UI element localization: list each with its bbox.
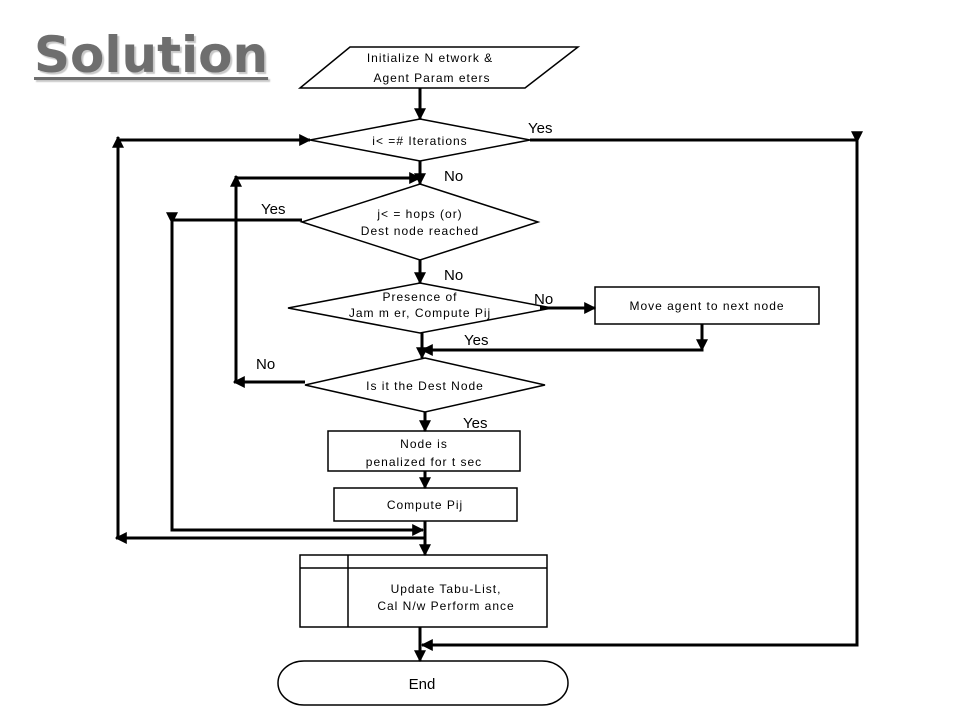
init-parallelogram (297, 46, 581, 89)
init-text-2: Agent Param eters (373, 71, 490, 85)
hops-decision (299, 183, 541, 261)
label-dest-no: No (256, 356, 275, 373)
hops-text-2: Dest node reached (361, 224, 479, 238)
penalize-text-2: penalized for t sec (366, 455, 482, 469)
label-iter-yes: Yes (528, 120, 552, 137)
compute-text: Compute Pij (387, 498, 463, 512)
label-jammer-no: No (534, 291, 553, 308)
arrow-iter-yes-loop (420, 138, 859, 651)
label-jammer-yes: Yes (464, 332, 488, 349)
penalize-text-1: Node is (400, 437, 448, 451)
hops-text-1: j< = hops (or) (376, 207, 462, 221)
dest-text: Is it the Dest Node (366, 379, 484, 393)
update-text-2: Cal N/w Perform ance (377, 599, 514, 613)
label-hops-no: No (444, 267, 463, 284)
label-dest-yes: Yes (463, 415, 487, 432)
label-hops-yes: Yes (261, 201, 285, 218)
jammer-decision (287, 282, 553, 334)
end-text: End (409, 676, 436, 693)
jammer-text-1: Presence of (382, 290, 457, 304)
jammer-text-2: Jam m er, Compute Pij (349, 306, 491, 320)
move-agent-box (594, 286, 820, 325)
iter-text: i< =# Iterations (372, 134, 467, 148)
init-text-1: Initialize N etwork & (367, 51, 493, 65)
move-text: Move agent to next node (629, 299, 784, 313)
label-iter-no: No (444, 168, 463, 185)
update-text-1: Update Tabu-List, (391, 582, 502, 596)
slide-title: Solution (34, 26, 269, 84)
